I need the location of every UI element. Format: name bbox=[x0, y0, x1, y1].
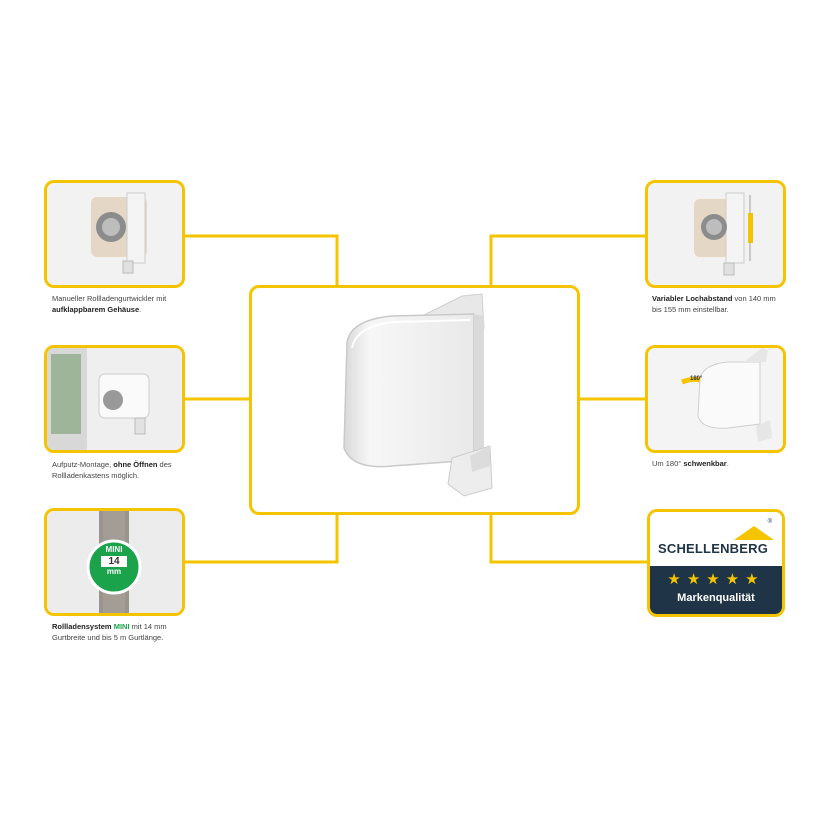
feature-frame-mini-system: MINI 14 mm bbox=[44, 508, 185, 616]
quality-label: Markenqualität bbox=[677, 592, 755, 604]
feature-frame-variable-spacing bbox=[645, 180, 786, 288]
mini-badge-unit: mm bbox=[106, 567, 122, 576]
variable-spacing-image bbox=[694, 192, 753, 276]
caption-mini-system: Rollladensystem MINI mit 14 mm Gurtbreit… bbox=[52, 622, 167, 642]
registered-mark: ® bbox=[767, 519, 772, 525]
brand-name: SCHELLENBERG bbox=[658, 541, 769, 556]
roller-shutter-winder-image bbox=[343, 293, 493, 497]
mini-badge: MINI 14 mm bbox=[93, 545, 135, 576]
hinged-housing-image bbox=[91, 192, 147, 274]
schellenberg-quality-badge: ® SCHELLENBERG ★★★★★ Markenqualität bbox=[647, 509, 785, 617]
caption-hinged-housing: Manueller Rollladengurtwickler mit aufkl… bbox=[52, 294, 167, 314]
feature-frame-swivel: 180° bbox=[645, 345, 786, 453]
main-product-frame bbox=[249, 285, 580, 515]
angle-label: 180° bbox=[690, 376, 703, 382]
connector-bottom-right bbox=[489, 514, 647, 564]
caption-swivel: Um 180° schwenkbar. bbox=[652, 459, 729, 468]
feature-frame-surface-mount bbox=[44, 345, 185, 453]
mini-badge-width: 14 bbox=[101, 556, 127, 567]
caption-variable-spacing: Variabler Lochabstand von 140 mm bis 155… bbox=[652, 294, 776, 314]
rating-stars: ★★★★★ bbox=[667, 571, 765, 588]
swivel-image bbox=[648, 348, 783, 450]
surface-mount-image bbox=[47, 348, 182, 450]
caption-surface-mount: Aufputz-Montage, ohne Öffnen des Rolllad… bbox=[52, 460, 172, 480]
feature-frame-hinged-housing bbox=[44, 180, 185, 288]
connector-top-left bbox=[183, 234, 339, 287]
connector-top-right bbox=[489, 234, 647, 287]
mini-badge-label: MINI bbox=[105, 545, 123, 554]
roof-logo-icon bbox=[734, 526, 774, 540]
connector-bottom-left bbox=[183, 514, 339, 564]
